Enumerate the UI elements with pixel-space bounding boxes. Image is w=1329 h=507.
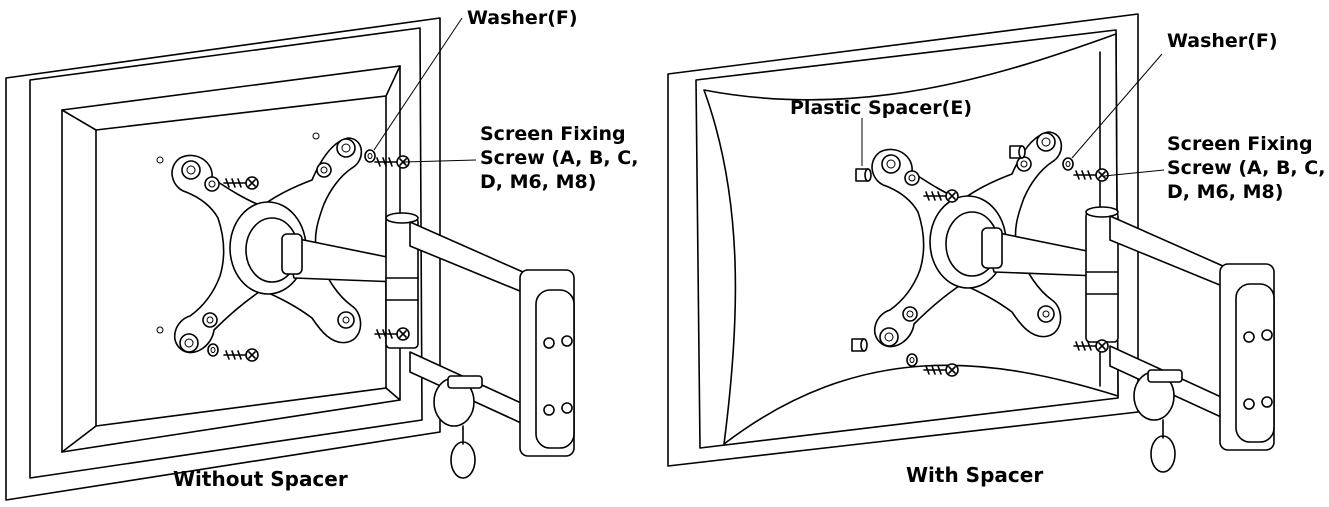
monitor-frame-right: [667, 13, 1139, 467]
washer-label-left: Washer(F): [467, 7, 578, 29]
caption-with-spacer: With Spacer: [906, 463, 1044, 487]
screw-label-right: Screen Fixing Screw (A, B, C, D, M6, M8): [1167, 133, 1326, 203]
caption-without-spacer: Without Spacer: [173, 467, 348, 491]
screw-label-left: Screen Fixing Screw (A, B, C, D, M6, M8): [480, 123, 639, 193]
screws-left: [156, 132, 410, 362]
plastic-spacer-label: Plastic Spacer(E): [790, 97, 973, 119]
leaders-right: [861, 53, 1165, 177]
leaders-left: [373, 17, 477, 163]
washer-label-right: Washer(F): [1167, 30, 1278, 52]
